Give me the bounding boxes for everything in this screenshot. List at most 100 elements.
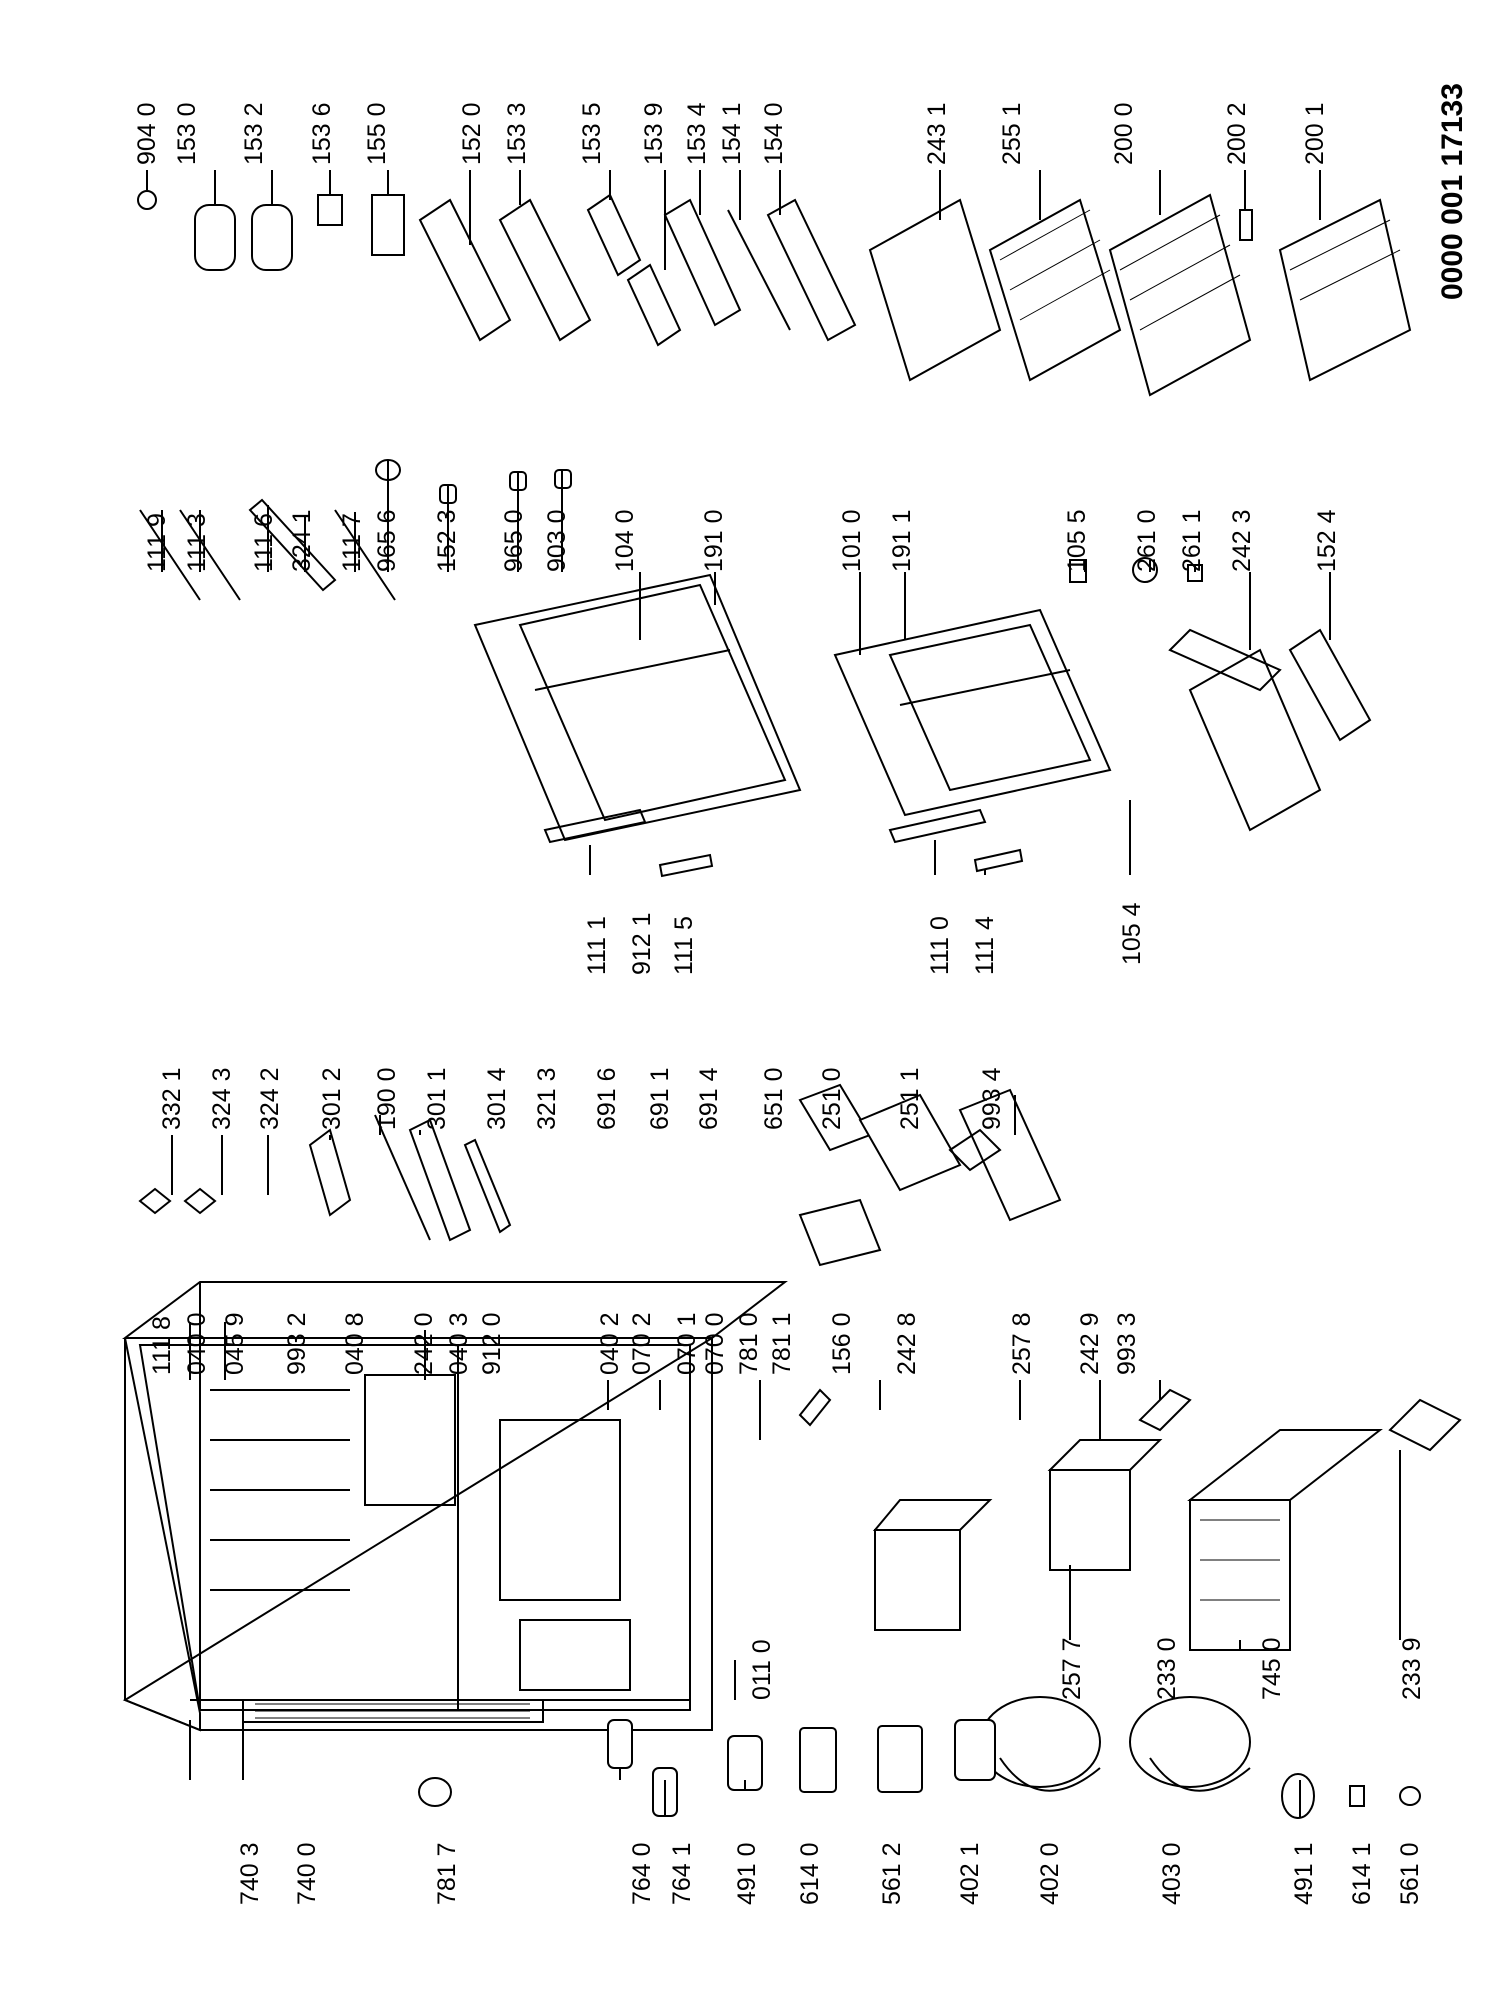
callout-label: 402 0 xyxy=(1036,1842,1064,1905)
callout-label: 257 7 xyxy=(1058,1637,1086,1700)
callout-label: 301 1 xyxy=(423,1067,451,1130)
callout-label: 190 0 xyxy=(373,1067,401,1130)
callout-label: 233 9 xyxy=(1398,1637,1426,1700)
callout-label: 332 1 xyxy=(158,1067,186,1130)
glass-shelf-outlines xyxy=(868,193,1412,397)
callout-label: 651 0 xyxy=(760,1067,788,1130)
callout-label: 101 0 xyxy=(838,509,866,572)
callout-label: 242 0 xyxy=(410,1312,438,1375)
callout-label: 156 0 xyxy=(828,1312,856,1375)
callout-label: 402 1 xyxy=(956,1842,984,1905)
callout-label: 257 8 xyxy=(1008,1312,1036,1375)
callout-label: 324 2 xyxy=(256,1067,284,1130)
callout-label: 324 3 xyxy=(208,1067,236,1130)
callout-label: 251 0 xyxy=(818,1067,846,1130)
callout-label: 764 1 xyxy=(668,1842,696,1905)
compressor-outlines xyxy=(954,1696,1251,1792)
callout-label: 111 4 xyxy=(971,916,999,975)
cabinet-outline xyxy=(121,1281,788,1732)
callout-label: 251 1 xyxy=(896,1067,924,1130)
callout-label: 040 3 xyxy=(445,1312,473,1375)
callout-label: 070 0 xyxy=(701,1312,729,1375)
callout-label: 040 2 xyxy=(596,1312,624,1375)
shelf-outlines xyxy=(137,190,857,347)
callout-label: 261 1 xyxy=(1178,509,1206,572)
callout-label: 242 9 xyxy=(1076,1312,1104,1375)
callout-label: 153 4 xyxy=(683,102,711,165)
callout-label: 111 7 xyxy=(338,513,366,572)
callout-label: 403 0 xyxy=(1158,1842,1186,1905)
leader-lines xyxy=(146,170,1401,1818)
document-number: 0000 001 17133 xyxy=(1436,83,1469,300)
callout-label: 105 5 xyxy=(1063,509,1091,572)
callout-label: 154 1 xyxy=(718,102,746,165)
callout-label: 152 3 xyxy=(433,509,461,572)
callout-label: 152 4 xyxy=(1313,509,1341,572)
callout-label: 993 2 xyxy=(283,1312,311,1375)
callout-label: 233 0 xyxy=(1153,1637,1181,1700)
callout-label: 153 6 xyxy=(308,102,336,165)
callout-label: 781 7 xyxy=(433,1842,461,1905)
callout-label: 111 8 xyxy=(148,1316,176,1375)
callout-label: 153 2 xyxy=(240,102,268,165)
callout-label: 153 9 xyxy=(640,102,668,165)
callout-label: 301 2 xyxy=(318,1067,346,1130)
callout-label: 153 0 xyxy=(173,102,201,165)
callout-label: 111 6 xyxy=(250,513,278,572)
callout-label: 040 0 xyxy=(183,1312,211,1375)
callout-label: 152 0 xyxy=(458,102,486,165)
callout-label: 200 0 xyxy=(1110,102,1138,165)
callout-label: 111 5 xyxy=(670,916,698,975)
callout-label: 111 1 xyxy=(583,916,611,975)
callout-label: 111 3 xyxy=(183,513,211,572)
callout-label: 614 1 xyxy=(1348,1842,1376,1905)
crisper-outlines xyxy=(1069,557,1372,832)
callout-label: 070 1 xyxy=(673,1312,701,1375)
electrical-parts xyxy=(418,1719,1421,1819)
callout-label: 040 8 xyxy=(341,1312,369,1375)
callout-label: 691 6 xyxy=(593,1067,621,1130)
callout-label: 691 4 xyxy=(695,1067,723,1130)
callout-label: 491 1 xyxy=(1290,1842,1318,1905)
callout-label: 903 0 xyxy=(543,509,571,572)
part-outlines xyxy=(121,190,1462,1819)
callout-label: 153 3 xyxy=(503,102,531,165)
callout-label: 255 1 xyxy=(998,102,1026,165)
callout-label: 105 4 xyxy=(1118,902,1146,965)
callout-label: 561 2 xyxy=(878,1842,906,1905)
callout-label: 301 4 xyxy=(483,1067,511,1130)
callout-label: 912 1 xyxy=(628,912,656,975)
callout-label: 561 0 xyxy=(1396,1842,1424,1905)
door-outlines xyxy=(473,573,1112,878)
callout-label: 070 2 xyxy=(628,1312,656,1375)
callout-label: 200 2 xyxy=(1223,102,1251,165)
callout-label: 745 0 xyxy=(1258,1637,1286,1700)
callout-label: 191 0 xyxy=(700,509,728,572)
callout-label: 740 0 xyxy=(293,1842,321,1905)
callout-label: 191 1 xyxy=(888,509,916,572)
callout-label: 111 9 xyxy=(143,513,171,572)
callout-label: 200 1 xyxy=(1301,102,1329,165)
callout-label: 491 0 xyxy=(733,1842,761,1905)
callout-label: 111 0 xyxy=(926,916,954,975)
callout-label: 904 0 xyxy=(133,102,161,165)
callout-label: 242 8 xyxy=(893,1312,921,1375)
callout-label: 965 0 xyxy=(500,509,528,572)
callout-label: 324 1 xyxy=(288,509,316,572)
callout-label: 261 0 xyxy=(1133,509,1161,572)
panel-parts xyxy=(138,1083,1062,1242)
callout-label: 321 3 xyxy=(533,1067,561,1130)
callout-label: 993 3 xyxy=(1113,1312,1141,1375)
callout-label: 764 0 xyxy=(628,1842,656,1905)
callout-label: 104 0 xyxy=(611,509,639,572)
callout-label: 781 0 xyxy=(735,1312,763,1375)
callout-label: 242 3 xyxy=(1228,509,1256,572)
callout-label: 011 0 xyxy=(748,1639,776,1700)
callout-label: 740 3 xyxy=(236,1842,264,1905)
callout-label: 691 1 xyxy=(646,1067,674,1130)
callout-labels: 904 0 153 0 153 2 153 6 155 0 152 0 153 … xyxy=(133,102,1426,1905)
callout-label: 155 0 xyxy=(363,102,391,165)
callout-label: 243 1 xyxy=(923,102,951,165)
